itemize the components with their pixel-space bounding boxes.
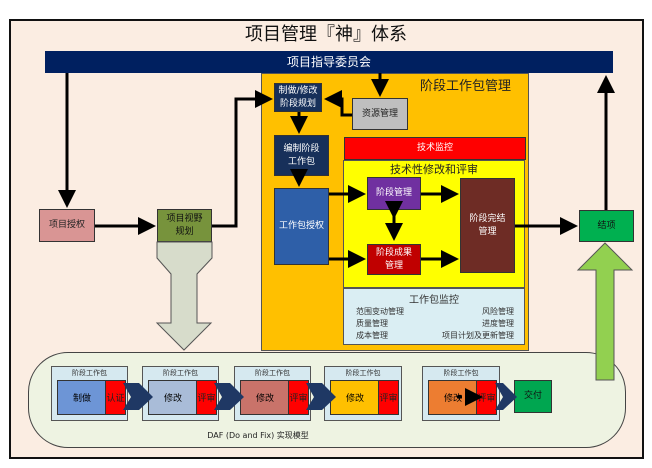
deliver-up-arrow: [576, 242, 634, 381]
arrow-vision-to-plan: [212, 90, 273, 228]
stage-package-2: 阶段工作包修改评审: [142, 366, 219, 421]
closure-box: 结项: [579, 210, 634, 242]
monitor-item: 风险管理: [482, 307, 514, 316]
stage-package-1: 阶段工作包制做认证: [51, 366, 128, 421]
package-do: 制做: [57, 380, 107, 415]
package-do: 修改: [330, 380, 380, 415]
tech-monitor-box: 技术监控: [344, 137, 526, 160]
deliver-box: 交付: [514, 380, 552, 413]
package-title: 阶段工作包: [163, 369, 198, 377]
chevron-arrow: [214, 383, 244, 410]
tech-review-title: 技术性修改和评审: [390, 163, 478, 176]
monitor-item: 质量管理: [356, 319, 388, 328]
monitor-item: 范围变动管理: [356, 307, 404, 316]
stage-plan-box: 制做/修改阶段规划: [274, 83, 322, 112]
chevron-arrow: [306, 383, 336, 410]
daf-label: DAF (Do and Fix) 实现模型: [207, 431, 309, 440]
package-title: 阶段工作包: [345, 369, 381, 377]
stage-package-3: 阶段工作包修改评审: [234, 366, 311, 421]
resource-mgmt-box: 资源管理: [352, 98, 408, 130]
package-do: 修改: [148, 380, 198, 415]
package-check: 评审: [196, 380, 217, 415]
chevron-arrow: [495, 383, 517, 410]
monitor-item: 进度管理: [482, 319, 514, 328]
vision-down-arrow: [155, 241, 213, 351]
monitor-title: 工作包监控: [409, 295, 459, 306]
chevron-arrows: [123, 383, 517, 410]
package-check: 评审: [288, 380, 309, 415]
stage-mgmt-title: 阶段工作包管理: [420, 79, 512, 94]
steering-committee: 项目指导委员会: [45, 51, 613, 73]
monitor-item: 成本管理: [356, 331, 388, 340]
project-authorization-box: 项目授权: [39, 209, 95, 242]
diagram-title: 项目管理『神』体系: [245, 24, 407, 45]
arrow-resource-to-plan: [324, 90, 352, 117]
project-vision-box: 项目视野规划: [157, 209, 212, 242]
package-title: 阶段工作包: [255, 369, 290, 377]
package-title: 阶段工作包: [72, 369, 107, 377]
phase-close-box: 阶段完结管理: [460, 178, 515, 273]
package-check: 认证: [105, 380, 126, 415]
stage-package-4: 阶段工作包修改评审: [324, 366, 402, 421]
package-check: 评审: [378, 380, 399, 415]
package-authorize-box: 工作包授权: [274, 188, 329, 265]
package-title: 阶段工作包: [443, 369, 479, 377]
monitor-item: 项目计划及更新管理: [442, 331, 514, 340]
chevron-arrow: [123, 383, 153, 410]
package-monitor-panel: 工作包监控 范围变动管理 风险管理 质量管理 进度管理 成本管理 项目计划及更新…: [343, 288, 525, 345]
phase-output-box: 阶段成果管理: [367, 244, 421, 275]
